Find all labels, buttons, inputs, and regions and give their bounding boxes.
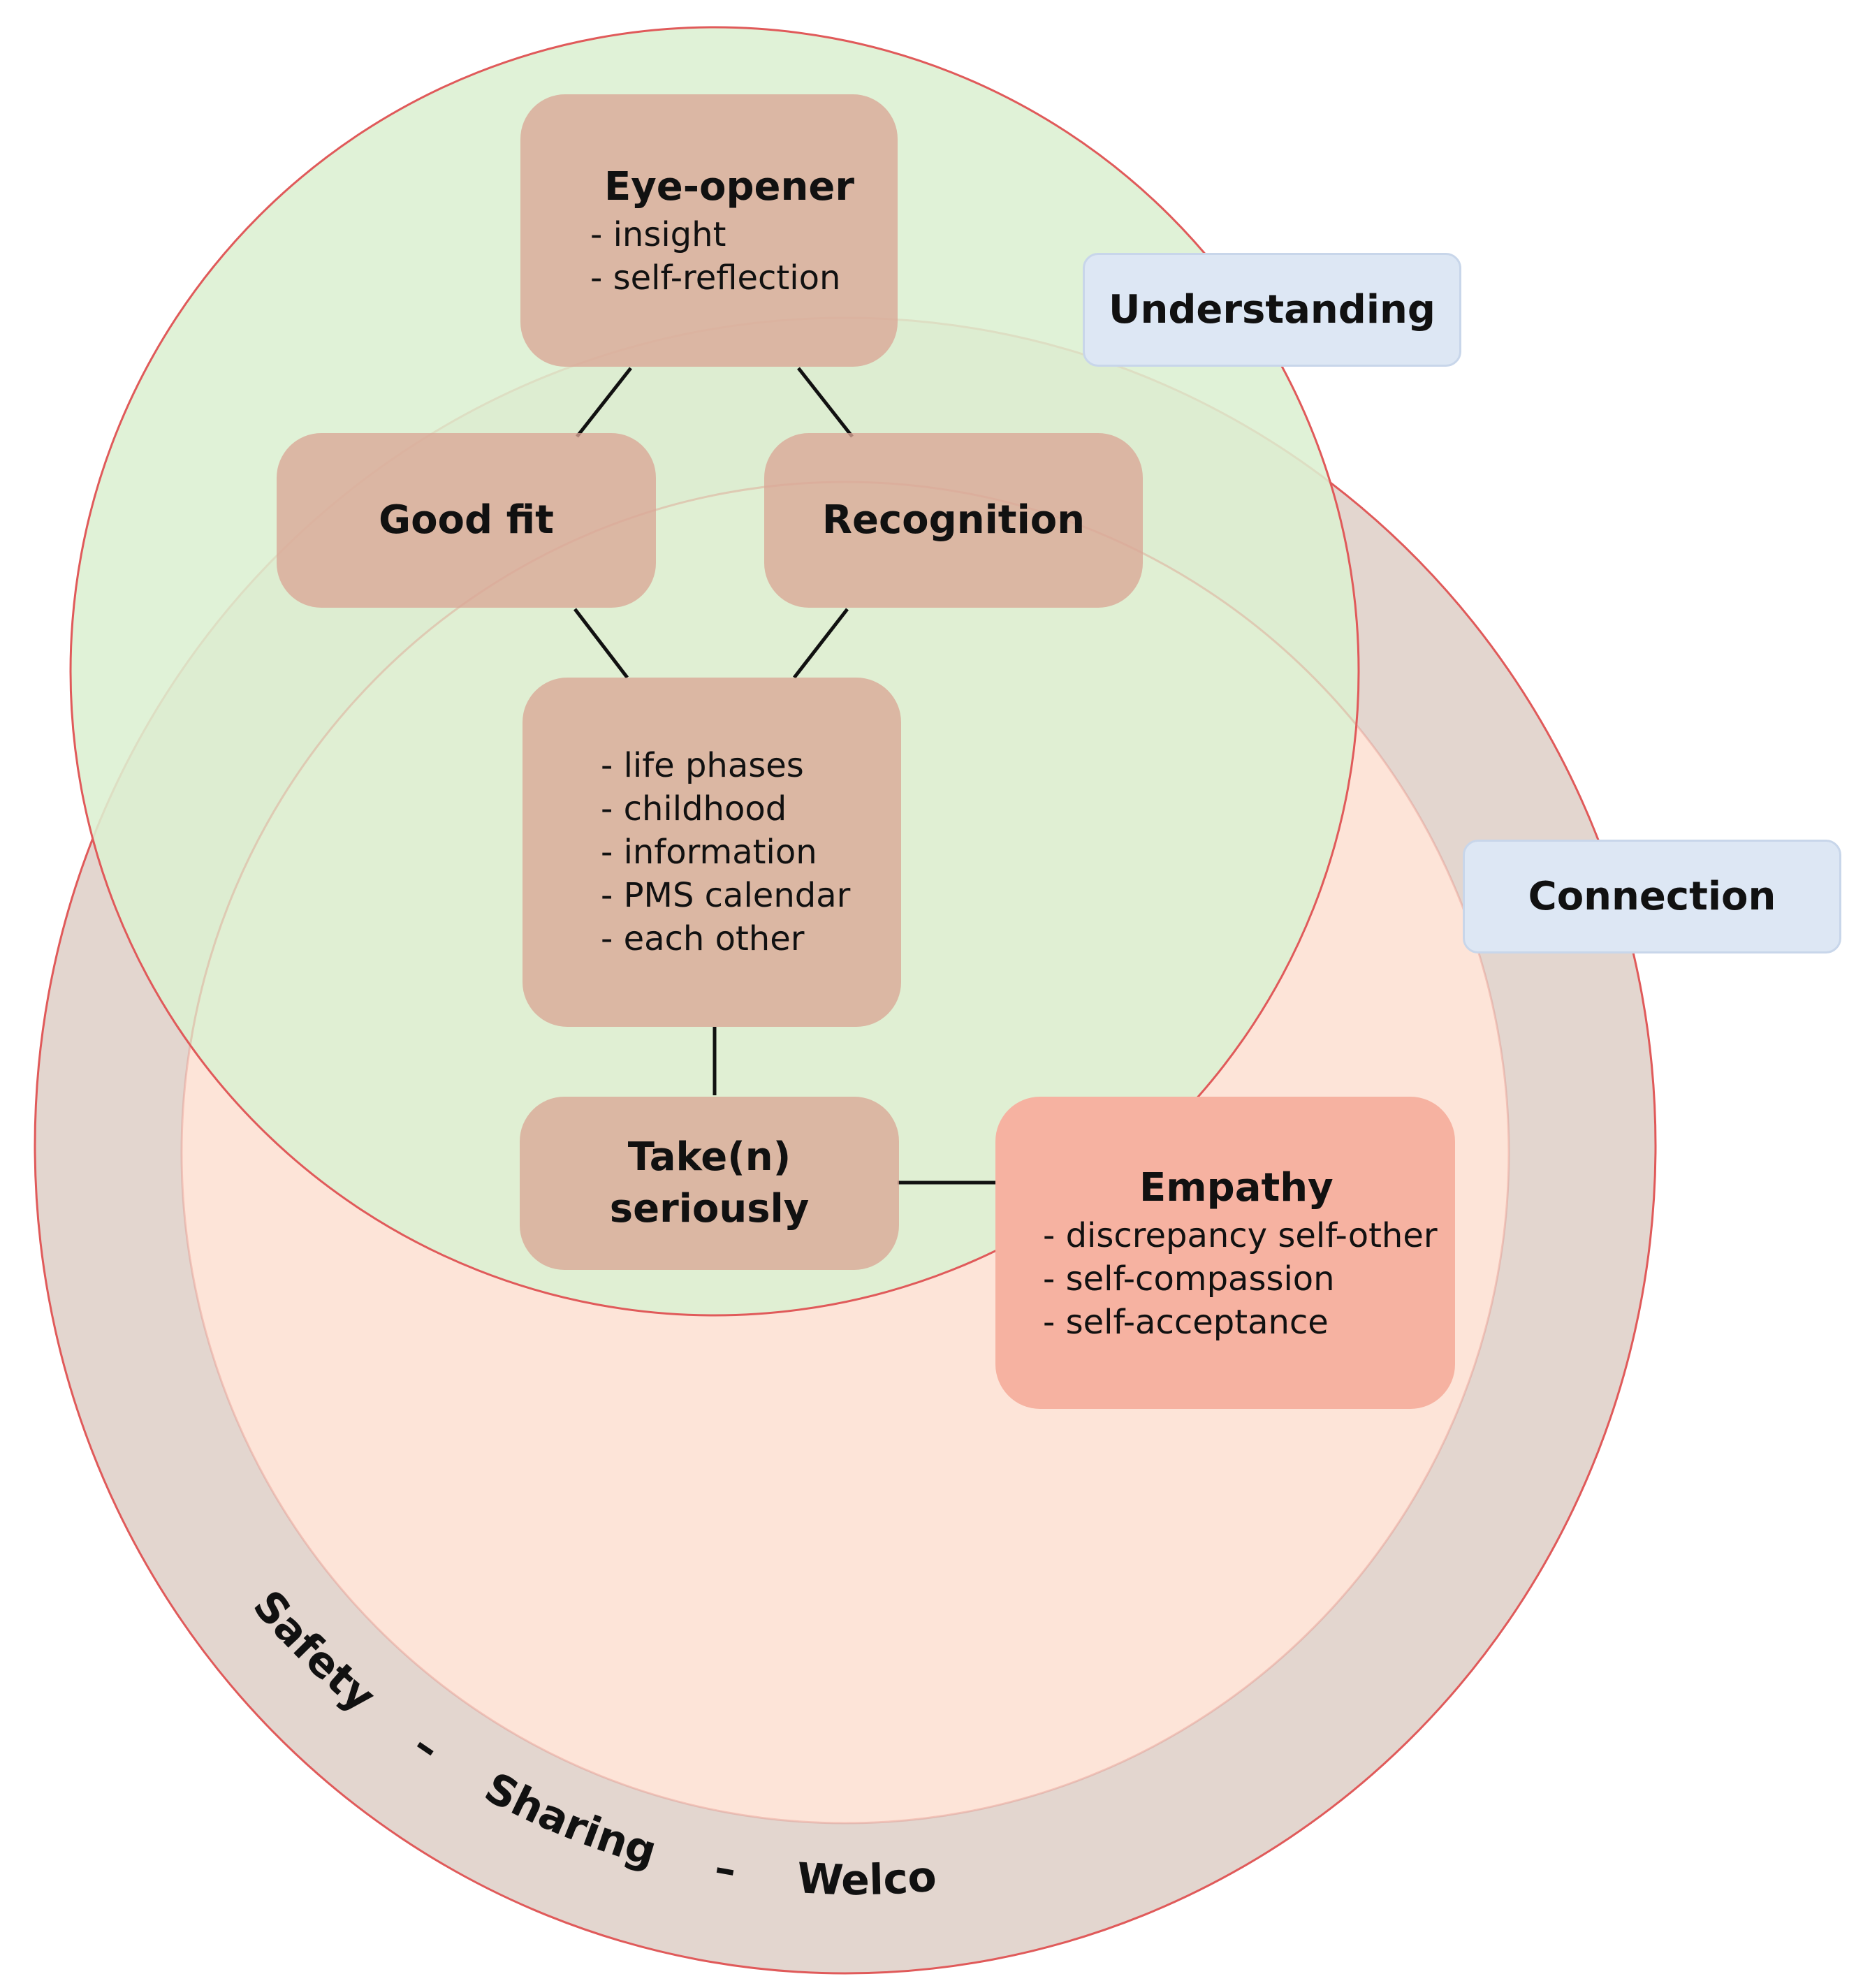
empathy-list: - discrepancy self-other - self-compassi… [1043, 1214, 1438, 1344]
connector-recognition-topics [793, 608, 849, 679]
good-fit-title: Good fit [379, 497, 554, 543]
topics-item: - information [601, 833, 817, 872]
recognition-title: Recognition [821, 497, 1086, 543]
topics-item: - childhood [601, 789, 787, 828]
eye-opener-item: - insight [590, 215, 726, 254]
understanding-label: Understanding [1083, 253, 1461, 367]
taken-seriously-node: Take(n) seriously [520, 1097, 899, 1270]
empathy-item: - discrepancy self-other [1043, 1215, 1438, 1255]
taken-seriously-title-line1: Take(n) [627, 1134, 791, 1180]
eye-opener-node: Eye-opener - insight - self-reflection [520, 94, 898, 367]
eye-opener-item: - self-reflection [590, 258, 841, 298]
good-fit-node: Good fit [277, 433, 656, 608]
topics-item: - each other [601, 919, 805, 958]
empathy-node: Empathy - discrepancy self-other - self-… [995, 1097, 1455, 1409]
topics-node: - life phases - childhood - information … [523, 678, 901, 1027]
connector-eye-opener-good-fit [576, 367, 632, 438]
topics-item: - PMS calendar [601, 876, 851, 915]
empathy-item: - self-acceptance [1043, 1302, 1329, 1342]
empathy-title: Empathy [1139, 1164, 1334, 1211]
taken-seriously-title-line2: seriously [609, 1186, 810, 1231]
recognition-node: Recognition [764, 433, 1143, 608]
eye-opener-list: - insight - self-reflection [590, 213, 840, 300]
connection-label: Connection [1463, 840, 1841, 953]
connector-eye-opener-recognition [797, 367, 854, 438]
eye-opener-title: Eye-opener [604, 164, 854, 210]
understanding-circle [69, 26, 1360, 1317]
topics-list: - life phases - childhood - information … [601, 744, 850, 960]
topics-item: - life phases [601, 746, 804, 785]
connector-good-fit-topics [573, 608, 629, 679]
empathy-item: - self-compassion [1043, 1259, 1335, 1299]
